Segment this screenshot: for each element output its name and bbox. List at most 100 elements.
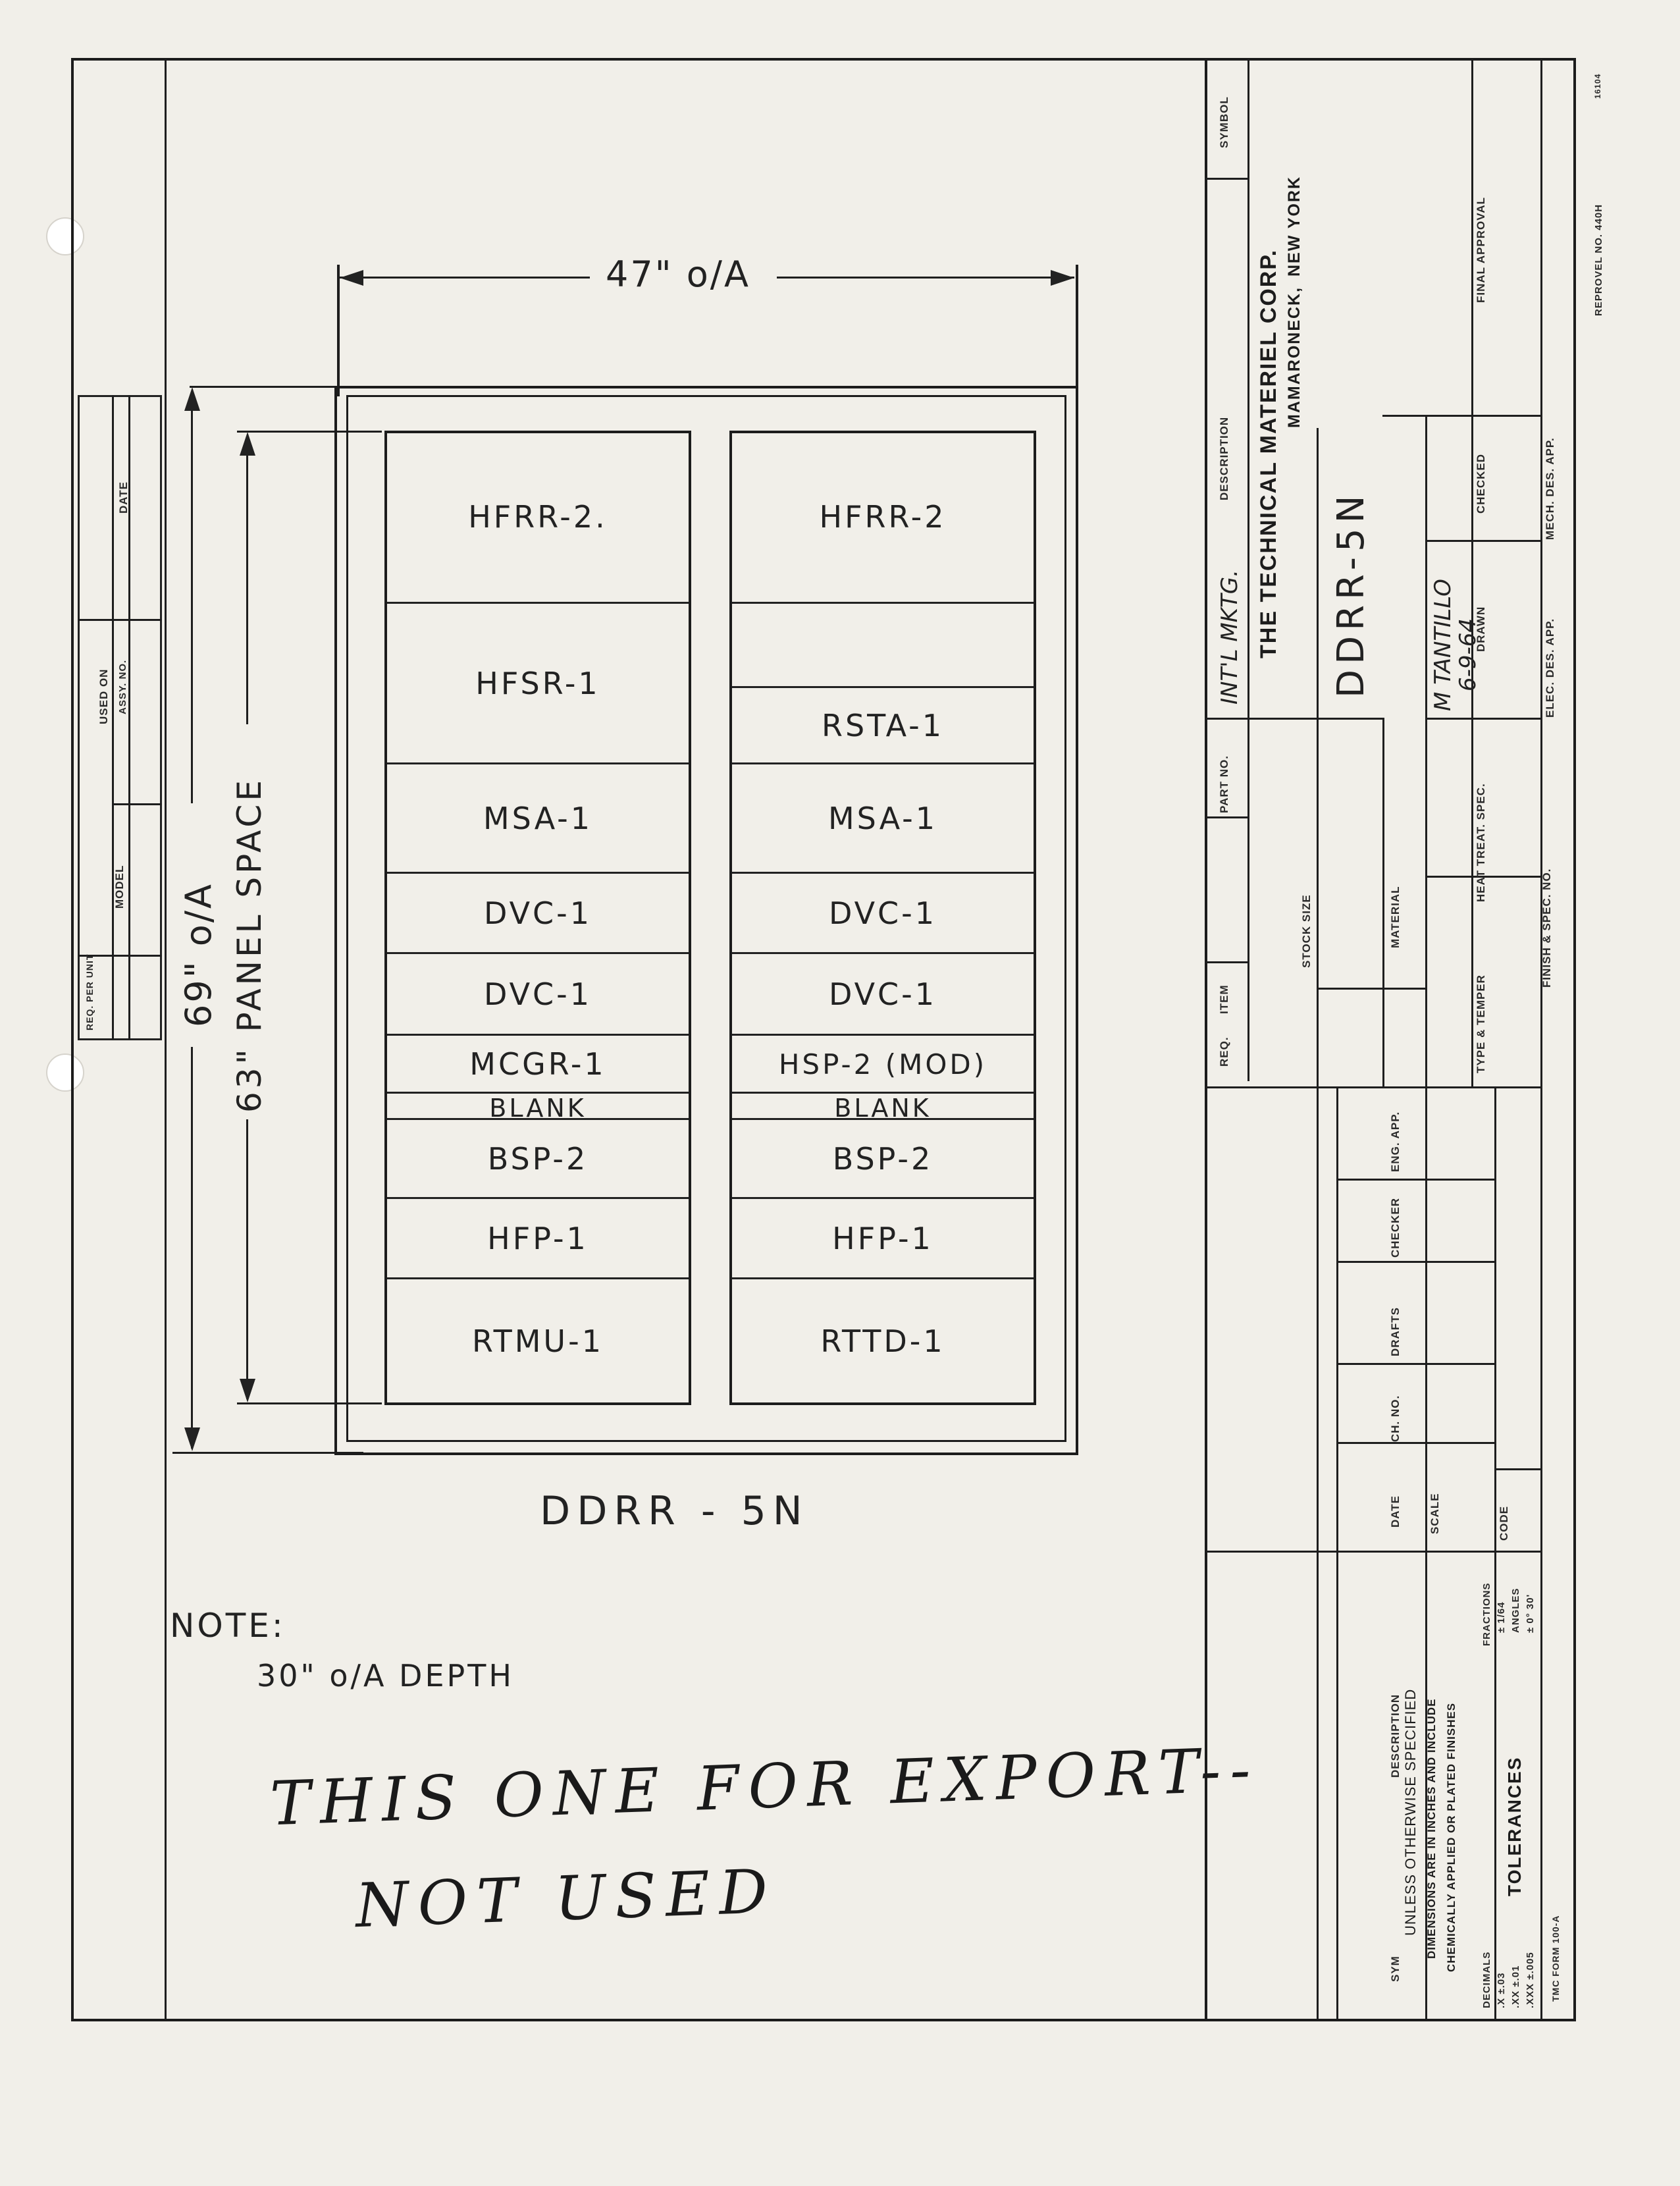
decimals-x: .X ±.03 xyxy=(1496,1972,1507,2008)
drawing-border xyxy=(71,58,1576,2021)
date-label: DATE xyxy=(117,481,130,514)
note-text: 30" o/A DEPTH xyxy=(257,1658,514,1693)
height-dimension-label: 69" o/A xyxy=(178,882,219,1027)
rack-inner-frame xyxy=(346,395,1066,1442)
chem-text: CHEMICALLY APPLIED OR PLATED FINISHES xyxy=(1445,1702,1457,1972)
title-block xyxy=(1205,61,1573,2019)
rack-panel: RTMU-1 xyxy=(387,1277,689,1402)
description-label: DESCRIPTION xyxy=(1218,416,1230,500)
panel-dimension-label: 63" PANEL SPACE xyxy=(230,777,269,1113)
angles-label: ANGLES xyxy=(1510,1587,1521,1633)
model-label: MODEL xyxy=(113,865,126,909)
panel-dimension-line xyxy=(246,441,248,724)
company-state: NEW YORK xyxy=(1285,175,1303,277)
used-on-heading: USED ON xyxy=(97,668,110,724)
rack-panel: HFP-1 xyxy=(387,1197,689,1277)
decimals-xxx: .XXX ±.005 xyxy=(1525,1952,1536,2008)
eng-app-label: ENG. APP. xyxy=(1389,1111,1402,1172)
rack-panel: RTTD-1 xyxy=(732,1277,1034,1402)
rack-panel-label: MCGR-1 xyxy=(469,1046,606,1082)
company-city: MAMARONECK, xyxy=(1285,286,1303,428)
rack-panel-label: DVC-1 xyxy=(828,895,937,932)
binding-margin-line xyxy=(165,61,167,2020)
rack-panel-label: BLANK xyxy=(489,1094,587,1123)
rack-name-label: DDRR - 5N xyxy=(540,1488,809,1534)
fractions-label: FRACTIONS xyxy=(1481,1582,1492,1647)
assy-no-label: ASSY. NO. xyxy=(117,659,128,714)
width-dimension-label: 47" o/A xyxy=(606,253,750,295)
rack-panel: MCGR-1 xyxy=(387,1034,689,1092)
arrow-down-icon xyxy=(184,1427,200,1451)
rack-panel: DVC-1 xyxy=(732,872,1034,952)
rack-outer-frame xyxy=(334,386,1078,1455)
elec-des-app-label: ELEC. DES. APP. xyxy=(1544,618,1556,718)
fractions-value: ± 1/64 xyxy=(1496,1601,1507,1633)
rack-panel-label: DVC-1 xyxy=(483,976,592,1013)
form-number: TMC FORM 100-A xyxy=(1550,1915,1561,2002)
rack-panel-label: HSP-2 (MOD) xyxy=(778,1048,987,1080)
type-temper-label: TYPE & TEMPER xyxy=(1475,974,1487,1073)
rack-panel: RSTA-1 xyxy=(732,686,1034,762)
width-dimension-line xyxy=(340,277,590,279)
stock-size-label: STOCK SIZE xyxy=(1300,894,1313,968)
arrow-right-icon xyxy=(1051,270,1074,286)
rack-panel-label: MSA-1 xyxy=(483,801,593,837)
rack-panel-label: HFP-1 xyxy=(487,1221,589,1257)
finish-spec-label: FINISH & SPEC. NO. xyxy=(1540,868,1553,988)
angles-value: ± 0° 30' xyxy=(1525,1593,1536,1633)
binder-hole xyxy=(46,1053,84,1092)
rack-panel: DVC-1 xyxy=(732,952,1034,1034)
rack-panel: HFP-1 xyxy=(732,1197,1034,1277)
rack-panel-label: BSP-2 xyxy=(832,1141,933,1177)
decimals-label: DECIMALS xyxy=(1481,1951,1492,2008)
rack-panel: BLANK xyxy=(732,1092,1034,1123)
sym-label: SYM xyxy=(1389,1956,1402,1982)
req-per-unit-label: REQ. PER UNIT xyxy=(84,953,95,1030)
rack-panel: HSP-2 (MOD) xyxy=(732,1034,1034,1092)
rack-panel-label: HFSR-1 xyxy=(475,666,600,702)
arrow-up-icon xyxy=(240,432,255,456)
arrow-left-icon xyxy=(340,270,363,286)
heat-treat-label: HEAT TREAT. SPEC. xyxy=(1475,783,1487,902)
rack-panel: HFRR-2 xyxy=(732,433,1034,602)
corner-number: 16104 xyxy=(1593,73,1602,99)
dims-text: DIMENSIONS ARE IN INCHES AND INCLUDE xyxy=(1425,1698,1438,1959)
rack-panel: MSA-1 xyxy=(387,762,689,872)
item-label: ITEM xyxy=(1218,984,1230,1014)
req-label: REQ. xyxy=(1218,1036,1230,1067)
checked-label: CHECKED xyxy=(1475,453,1487,514)
arrow-down-icon xyxy=(240,1379,255,1402)
binder-hole xyxy=(46,217,84,255)
rack-panel-label: DVC-1 xyxy=(483,895,592,932)
rack-panel-label: HFRR-2 xyxy=(819,499,947,535)
rack-panel-label: RSTA-1 xyxy=(821,708,944,744)
rack-panel-label: MSA-1 xyxy=(827,801,938,837)
rack-panel: HFRR-2. xyxy=(387,433,689,602)
rack-panel: MSA-1 xyxy=(732,762,1034,872)
rack-panel: DVC-1 xyxy=(387,952,689,1034)
description-value: INT'L MKTG. xyxy=(1217,570,1243,705)
handwritten-remark-line2: NOT USED xyxy=(354,1855,778,1942)
rack-panel: BSP-2 xyxy=(732,1118,1034,1197)
rack-panel-label: RTTD-1 xyxy=(820,1323,945,1360)
code-label: CODE xyxy=(1498,1505,1510,1541)
rack-panel: HFSR-1 xyxy=(387,602,689,762)
height-dimension-line xyxy=(191,395,193,803)
rack-panel-label: HFRR-2. xyxy=(468,499,608,535)
rev-description-label: DESCRIPTION xyxy=(1389,1693,1402,1778)
drawing-title: DDRR-5N xyxy=(1330,490,1373,698)
arrow-up-icon xyxy=(184,387,200,411)
rack-panel-label: BSP-2 xyxy=(487,1141,589,1177)
ch-no-label: CH. NO. xyxy=(1389,1395,1402,1442)
note-heading: NOTE: xyxy=(170,1607,286,1645)
rack-panel-label: DVC-1 xyxy=(828,976,937,1013)
mech-des-app-label: MECH. DES. APP. xyxy=(1544,437,1556,540)
rack-panel-label: BLANK xyxy=(834,1094,932,1123)
part-no-label: PART NO. xyxy=(1218,755,1230,813)
rack-panel: BSP-2 xyxy=(387,1118,689,1197)
dim-extension-left xyxy=(337,265,340,396)
rack-panel-label: RTMU-1 xyxy=(472,1323,604,1360)
rack-panel-label: HFP-1 xyxy=(832,1221,933,1257)
